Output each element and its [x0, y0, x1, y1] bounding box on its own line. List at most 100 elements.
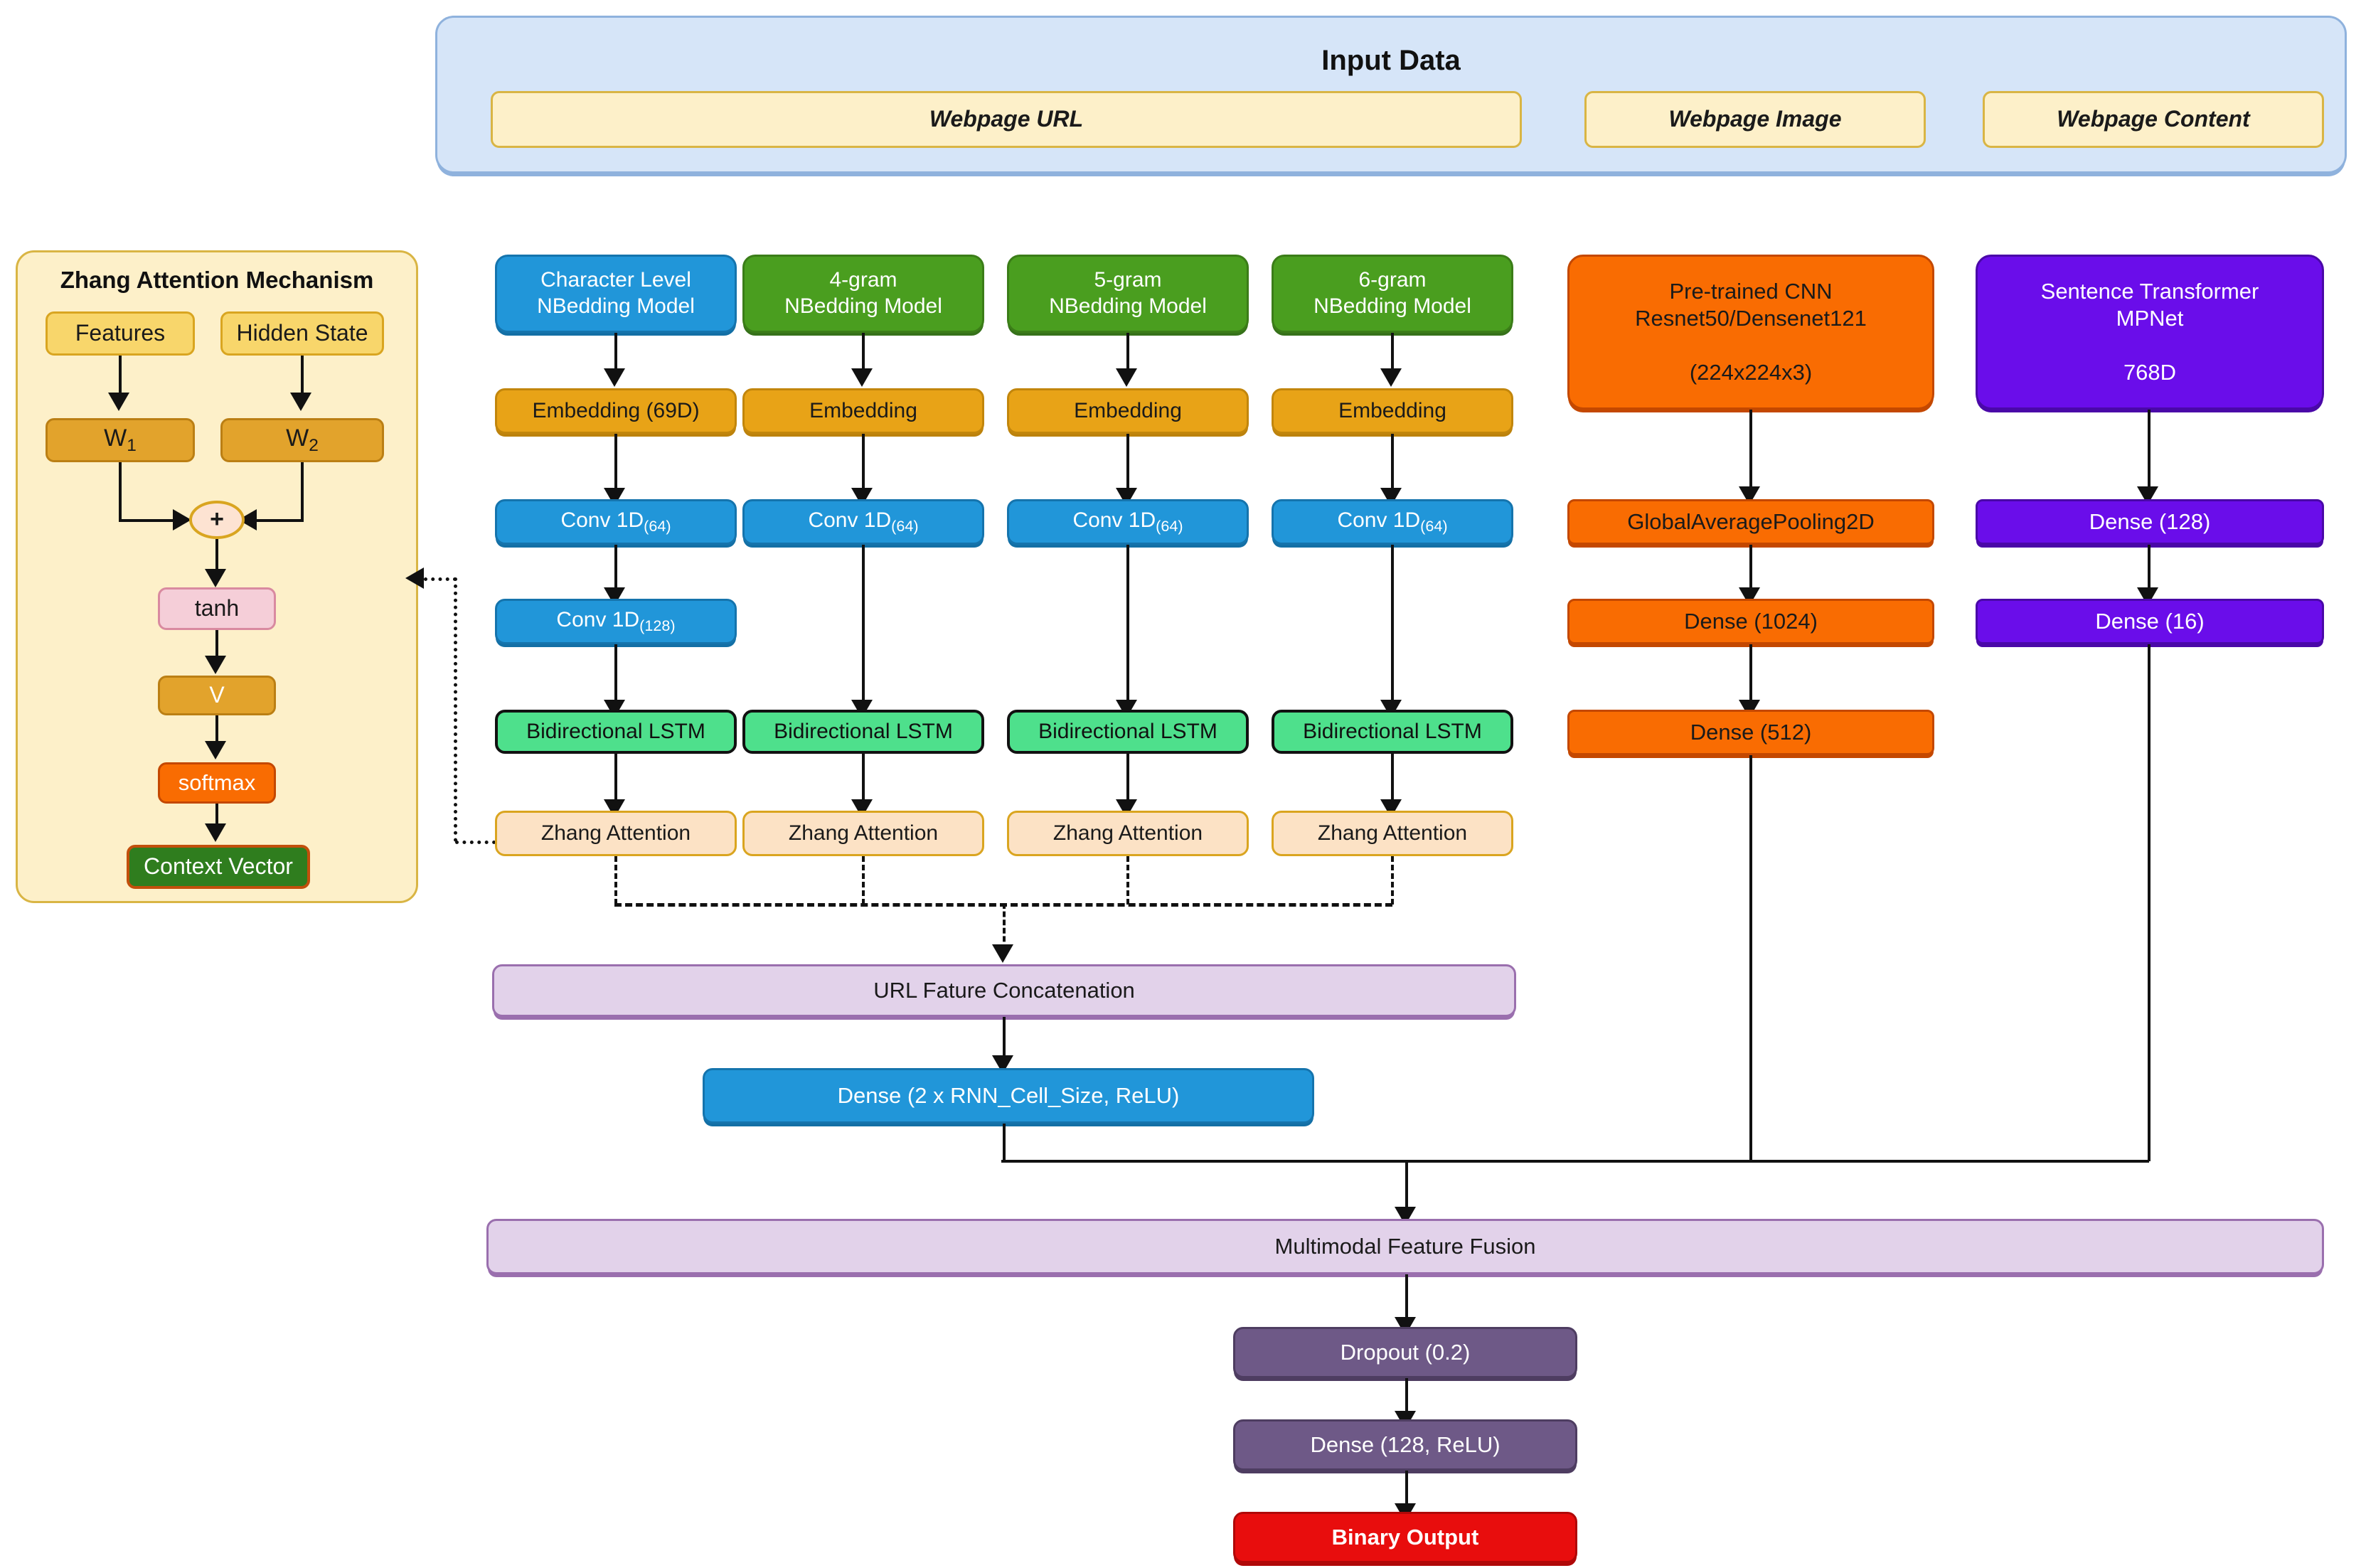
connector-concat-dense — [1003, 1017, 1006, 1061]
arrowhead-tanh-v — [205, 656, 226, 674]
input-source-webpage-image[interactable]: Webpage Image — [1584, 91, 1926, 148]
connector-dense128-dense16 — [2148, 545, 2151, 593]
branch-char-conv2[interactable]: Conv 1D(128) — [495, 599, 737, 644]
arrowhead-4gram-head-embedding — [851, 368, 873, 387]
connector-dense-output — [1405, 1471, 1408, 1509]
branch-6gram-attention[interactable]: Zhang Attention — [1272, 811, 1513, 856]
connector-hidden-w2 — [301, 356, 304, 397]
branch-char-lstm[interactable]: Bidirectional LSTM — [495, 710, 737, 754]
dense-128-relu-layer[interactable]: Dense (128, ReLU) — [1233, 1419, 1577, 1471]
connector-w2-plus-horizontal — [245, 519, 304, 522]
connector-dense16-to-bus — [2148, 644, 2151, 1161]
connector-mpnet-dense128 — [2148, 410, 2151, 492]
dropout-layer[interactable]: Dropout (0.2) — [1233, 1327, 1577, 1378]
connector-5gram-embedding-conv1 — [1126, 434, 1129, 494]
branch-6gram-conv1[interactable]: Conv 1D(64) — [1272, 499, 1513, 545]
dashed-drop-char — [614, 856, 617, 905]
connector-pooling-dense1024 — [1749, 545, 1752, 593]
image-branch-dense-512[interactable]: Dense (512) — [1567, 710, 1934, 755]
arrowhead-v-softmax — [205, 741, 226, 759]
branch-5gram-lstm[interactable]: Bidirectional LSTM — [1007, 710, 1249, 754]
arrowhead-plus-tanh — [205, 569, 226, 587]
arrowhead-feedback-to-zhang-panel — [405, 567, 424, 589]
connector-softmax-context — [215, 804, 218, 829]
content-branch-dense-128[interactable]: Dense (128) — [1976, 499, 2324, 545]
connector-6gram-conv1-lstm — [1391, 545, 1394, 705]
arrowhead-5gram-head-embedding — [1116, 368, 1137, 387]
arrowhead-hidden-w2 — [290, 393, 311, 411]
zhang-features-node: Features — [46, 311, 195, 356]
connector-4gram-conv1-lstm — [862, 545, 865, 705]
connector-tanh-v — [215, 630, 218, 661]
zhang-hidden-state-node: Hidden State — [220, 311, 384, 356]
branch-5gram-attention[interactable]: Zhang Attention — [1007, 811, 1249, 856]
connector-bus-to-multimodal — [1405, 1160, 1408, 1212]
connector-char-lstm-attention — [614, 754, 617, 805]
input-data-title: Input Data — [1321, 45, 1461, 76]
zhang-attention-title: Zhang Attention Mechanism — [60, 267, 374, 293]
branch-char-head[interactable]: Character Level NBedding Model — [495, 255, 737, 333]
branch-char-embedding[interactable]: Embedding (69D) — [495, 388, 737, 434]
content-branch-dense-16[interactable]: Dense (16) — [1976, 599, 2324, 644]
binary-output-node[interactable]: Binary Output — [1233, 1512, 1577, 1563]
connector-w2-plus-vertical — [301, 462, 304, 521]
branch-4gram-conv1[interactable]: Conv 1D(64) — [742, 499, 984, 545]
connector-char-conv2-lstm — [614, 644, 617, 705]
zhang-w1-node: W1 — [46, 418, 195, 462]
dashed-drop-4gram — [862, 856, 865, 905]
feedback-dotted-horizontal-lower — [455, 841, 511, 844]
connector-w1-plus-vertical — [119, 462, 122, 521]
branch-6gram-lstm[interactable]: Bidirectional LSTM — [1272, 710, 1513, 754]
arrowhead-char-head-embedding — [604, 368, 625, 387]
connector-6gram-head-embedding — [1391, 333, 1394, 374]
branch-char-attention[interactable]: Zhang Attention — [495, 811, 737, 856]
zhang-add-node: + — [189, 501, 245, 539]
connector-char-conv1-conv2 — [614, 545, 617, 593]
connector-w1-plus-horizontal — [119, 519, 177, 522]
connector-plus-tanh — [215, 539, 218, 575]
arrowhead-6gram-head-embedding — [1380, 368, 1402, 387]
zhang-tanh-node: tanh — [158, 587, 276, 630]
dashed-drop-6gram — [1391, 856, 1394, 905]
input-source-webpage-content[interactable]: Webpage Content — [1983, 91, 2324, 148]
branch-4gram-head[interactable]: 4-gram NBedding Model — [742, 255, 984, 333]
branch-5gram-head[interactable]: 5-gram NBedding Model — [1007, 255, 1249, 333]
branch-5gram-embedding[interactable]: Embedding — [1007, 388, 1249, 434]
branch-4gram-attention[interactable]: Zhang Attention — [742, 811, 984, 856]
connector-5gram-lstm-attention — [1126, 754, 1129, 805]
zhang-w2-node: W2 — [220, 418, 384, 462]
image-branch-head[interactable]: Pre-trained CNN Resnet50/Densenet121 (22… — [1567, 255, 1934, 410]
connector-v-softmax — [215, 715, 218, 747]
branch-4gram-lstm[interactable]: Bidirectional LSTM — [742, 710, 984, 754]
connector-4gram-embedding-conv1 — [862, 434, 865, 494]
multimodal-feature-fusion[interactable]: Multimodal Feature Fusion — [486, 1219, 2324, 1274]
fusion-bus-horizontal — [1001, 1160, 2149, 1163]
image-branch-global-avg-pooling[interactable]: GlobalAveragePooling2D — [1567, 499, 1934, 545]
arrowhead-w1-plus — [173, 509, 191, 530]
url-feature-concatenation[interactable]: URL Fature Concatenation — [492, 964, 1516, 1017]
connector-4gram-lstm-attention — [862, 754, 865, 805]
feedback-dotted-horizontal-upper — [424, 577, 457, 581]
branch-6gram-embedding[interactable]: Embedding — [1272, 388, 1513, 434]
arrowhead-bus-to-concat — [992, 944, 1013, 963]
zhang-v-node: V — [158, 676, 276, 715]
connector-dense1024-dense512 — [1749, 644, 1752, 705]
content-branch-head[interactable]: Sentence Transformer MPNet 768D — [1976, 255, 2324, 410]
connector-cnn-pooling — [1749, 410, 1752, 492]
branch-char-conv1[interactable]: Conv 1D(64) — [495, 499, 737, 545]
image-branch-dense-1024[interactable]: Dense (1024) — [1567, 599, 1934, 644]
connector-dropout-dense — [1405, 1378, 1408, 1417]
feedback-dotted-vertical — [454, 577, 457, 842]
branch-6gram-head[interactable]: 6-gram NBedding Model — [1272, 255, 1513, 333]
connector-dense512-to-bus — [1749, 755, 1752, 1161]
branch-4gram-embedding[interactable]: Embedding — [742, 388, 984, 434]
zhang-softmax-node: softmax — [158, 762, 276, 804]
input-source-webpage-url[interactable]: Webpage URL — [491, 91, 1522, 148]
connector-6gram-embedding-conv1 — [1391, 434, 1394, 494]
branch-5gram-conv1[interactable]: Conv 1D(64) — [1007, 499, 1249, 545]
connector-5gram-head-embedding — [1126, 333, 1129, 374]
connector-features-w1 — [119, 356, 122, 397]
connector-char-embedding-conv1 — [614, 434, 617, 494]
url-dense-rnn-cell[interactable]: Dense (2 x RNN_Cell_Size, ReLU) — [703, 1068, 1314, 1124]
